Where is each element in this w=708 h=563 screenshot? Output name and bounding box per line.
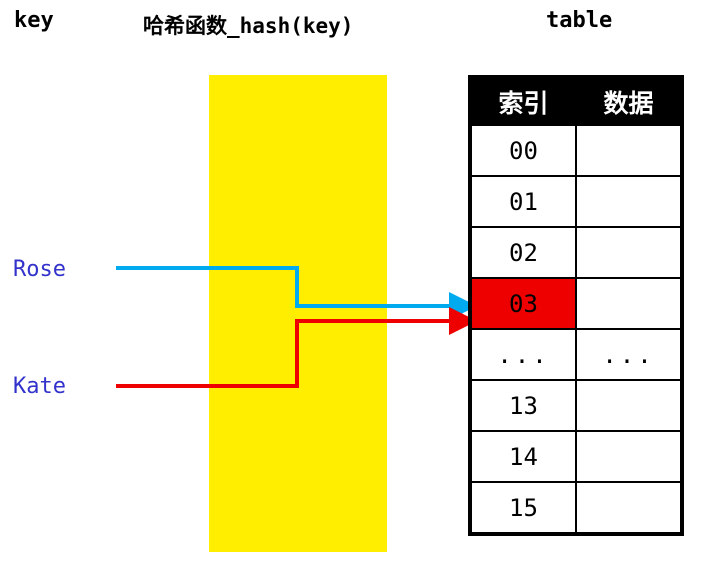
cell-index: 15 xyxy=(470,481,577,534)
cell-data xyxy=(575,175,682,228)
table-header-row: 索引数据 xyxy=(470,77,682,126)
header-label-table: table xyxy=(546,8,613,33)
key-label-kate: Kate xyxy=(13,374,66,399)
column-header-index: 索引 xyxy=(470,77,577,126)
cell-index: 03 xyxy=(470,277,577,330)
header-label-key: key xyxy=(14,8,54,33)
cell-index: 13 xyxy=(470,379,577,432)
cell-data xyxy=(575,430,682,483)
cell-index: 00 xyxy=(470,124,577,177)
table-row: ...... xyxy=(470,328,682,381)
arrow-kate xyxy=(116,307,477,388)
hash-function-box xyxy=(209,75,387,552)
cell-data xyxy=(575,124,682,177)
table-row: 13 xyxy=(470,379,682,432)
cell-index: 01 xyxy=(470,175,577,228)
header-label-hash-function: 哈希函数_hash(key) xyxy=(143,14,354,38)
table-row: 03 xyxy=(470,277,682,330)
table-row: 02 xyxy=(470,226,682,279)
cell-data xyxy=(575,379,682,432)
cell-index: 02 xyxy=(470,226,577,279)
cell-data xyxy=(575,226,682,279)
cell-data: ... xyxy=(575,328,682,381)
cell-data xyxy=(575,277,682,330)
table-row: 15 xyxy=(470,481,682,534)
column-header-data: 数据 xyxy=(575,77,682,126)
key-label-rose: Rose xyxy=(13,257,66,282)
cell-index: 14 xyxy=(470,430,577,483)
cell-index: ... xyxy=(470,328,577,381)
arrow-rose xyxy=(116,266,477,320)
table-row: 14 xyxy=(470,430,682,483)
table-row: 00 xyxy=(470,124,682,177)
cell-data xyxy=(575,481,682,534)
table-row: 01 xyxy=(470,175,682,228)
